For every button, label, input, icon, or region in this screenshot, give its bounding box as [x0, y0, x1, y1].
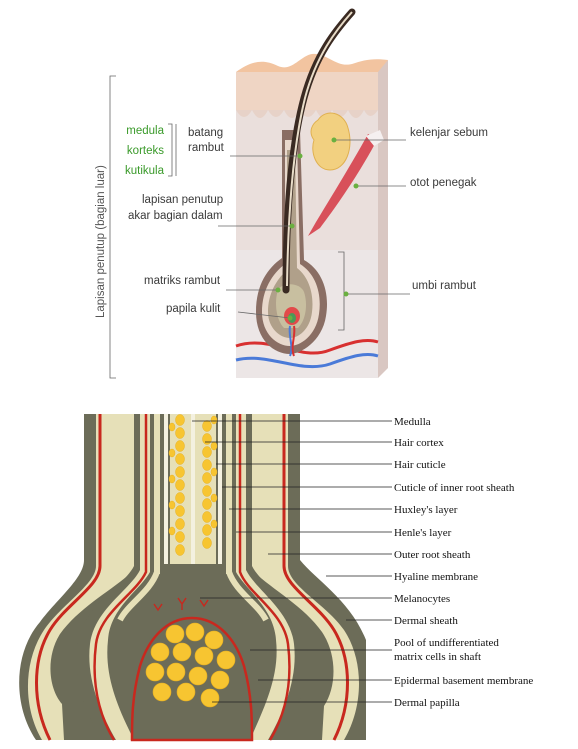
skin-block-side [378, 60, 388, 378]
label-pool-line2: matrix cells in shaft [394, 651, 481, 663]
label-dermal-sheath: Dermal sheath [394, 615, 458, 627]
label-epidermal-basement-membrane: Epidermal basement membrane [394, 675, 533, 687]
green-label-korteks: korteks [127, 145, 164, 157]
label-kelenjar: kelenjar sebum [410, 127, 488, 139]
label-henles-layer: Henle's layer [394, 527, 452, 539]
label-medulla: Medulla [394, 416, 431, 428]
label-outer-root-sheath: Outer root sheath [394, 549, 471, 561]
label-hair-cortex: Hair cortex [394, 437, 444, 449]
hair-cuticle-right [218, 414, 222, 564]
label-hair-cuticle: Hair cuticle [394, 459, 446, 471]
hair-cuticle-left [164, 414, 168, 564]
label-umbi: umbi rambut [412, 280, 477, 292]
label-hyaline-membrane: Hyaline membrane [394, 571, 478, 583]
epidermis-ridges [236, 110, 378, 118]
label-batang: batang [188, 127, 223, 139]
label-huxleys-layer: Huxley's layer [394, 504, 458, 516]
label-pool-line1: Pool of undifferentiated [394, 637, 499, 649]
label-cuticle-inner-root-sheath: Cuticle of inner root sheath [394, 482, 515, 494]
label-lapisan-1: lapisan penutup [142, 194, 223, 206]
green-label-medula: medula [126, 125, 164, 137]
sebaceous-gland [311, 113, 350, 170]
label-otot: otot penegak [410, 177, 477, 189]
label-rambut: rambut [188, 142, 225, 154]
top-diagram: Lapisan penutup (bagian luar) medula kor… [95, 12, 488, 378]
label-lapisan-2: akar bagian dalam [128, 210, 223, 222]
green-label-kutikula: kutikula [125, 165, 165, 177]
label-papila: papila kulit [166, 303, 221, 315]
label-dermal-papilla: Dermal papilla [394, 697, 460, 709]
bottom-diagram: Medulla Hair cortex Hair cuticle Cuticle… [19, 414, 533, 740]
medulla-core [191, 414, 195, 564]
side-label: Lapisan penutup (bagian luar) [95, 165, 107, 318]
henle-layer-left [154, 414, 160, 574]
henle-layer-right [226, 414, 232, 574]
label-matriks: matriks rambut [144, 275, 221, 287]
label-melanocytes: Melanocytes [394, 593, 450, 605]
